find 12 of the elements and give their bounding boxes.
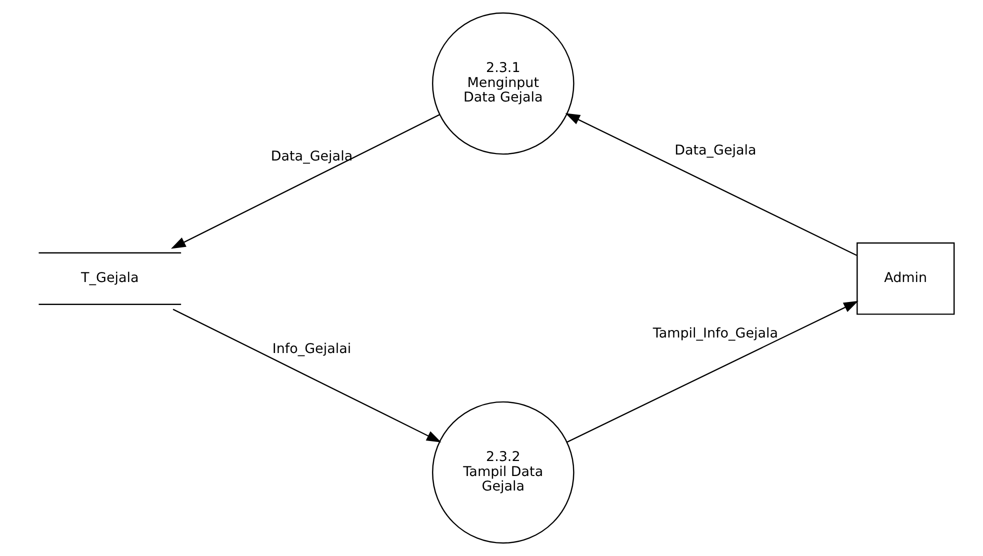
- arrow: [172, 308, 442, 442]
- node-box: Admin: [856, 242, 955, 315]
- edge-label: Data_Gejala: [674, 142, 756, 158]
- edge-label: Info_Gejalai: [272, 341, 352, 358]
- node-text: T_Gejala: [81, 270, 139, 286]
- edge-label: Tampil_Info_Gejala: [652, 325, 778, 342]
- node-circle: 2.3.2 Tampil Data Gejala: [432, 401, 574, 544]
- arrow: [170, 114, 440, 249]
- arrow: [565, 113, 857, 256]
- edge-label: Data_Gejala: [270, 148, 353, 165]
- arrow: [566, 300, 858, 443]
- node-circle: 2.3.1 Menginput Data Gejala: [432, 12, 574, 155]
